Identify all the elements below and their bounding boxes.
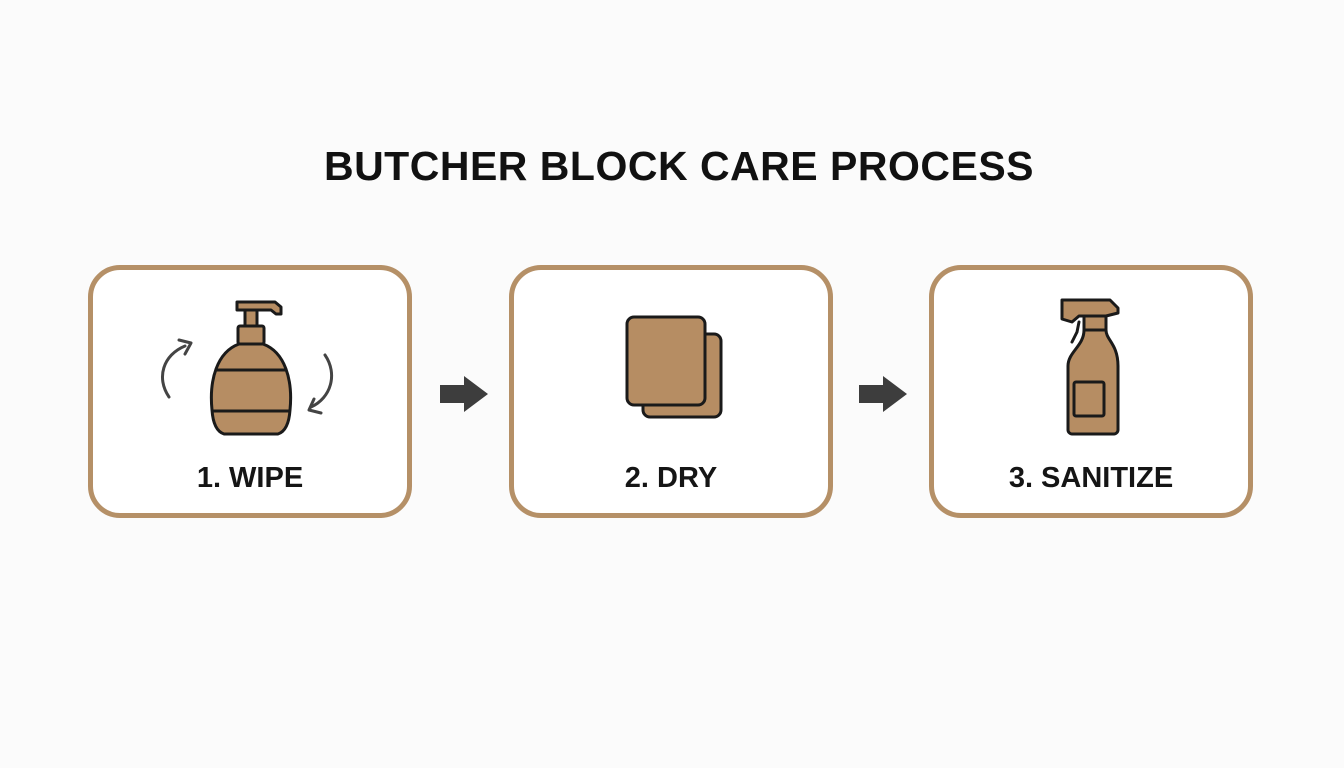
step-card-dry: 2. DRY: [509, 265, 833, 518]
step-label: 3. SANITIZE: [1008, 462, 1174, 494]
arrow-right-icon: [440, 376, 488, 412]
page-title: BUTCHER BLOCK CARE PROCESS: [323, 143, 1035, 189]
arrow-right-icon: [859, 376, 907, 412]
step-label: 2. DRY: [624, 462, 718, 494]
step-card-wipe: 1. WIPE: [88, 265, 412, 518]
step-label: 1. WIPE: [196, 462, 304, 494]
step-card-sanitize: 3. SANITIZE: [929, 265, 1253, 518]
soap-dispenser-icon: [160, 300, 334, 436]
towel-icon: [625, 315, 723, 419]
spray-bottle-icon: [1060, 298, 1120, 436]
